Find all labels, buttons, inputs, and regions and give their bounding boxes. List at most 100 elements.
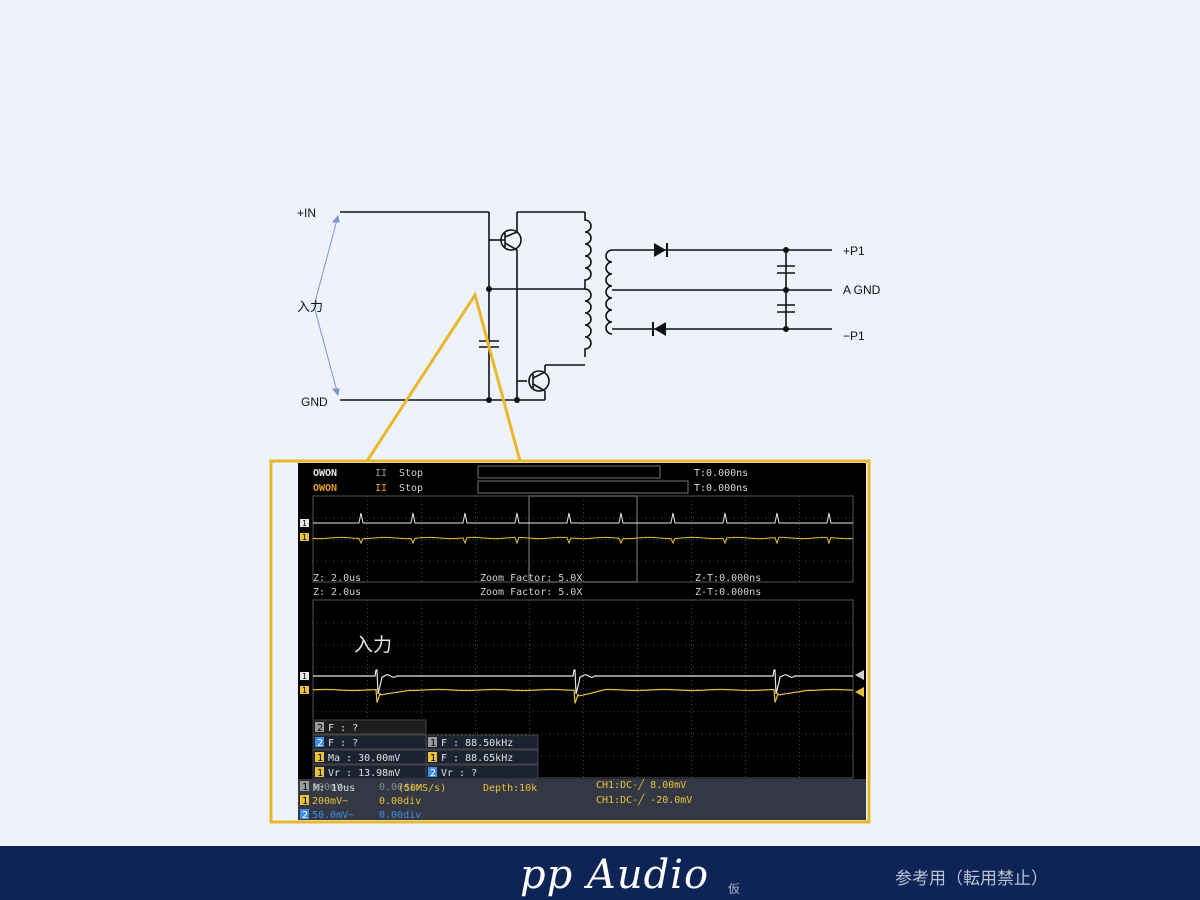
grid-dot bbox=[725, 622, 726, 624]
grid-dot bbox=[367, 568, 368, 569]
grid-dot bbox=[749, 644, 750, 646]
grid-dot bbox=[645, 622, 646, 624]
grid-dot bbox=[429, 711, 430, 713]
grid-dot bbox=[497, 622, 498, 624]
grid-dot bbox=[721, 622, 722, 624]
grid-dot bbox=[529, 512, 530, 513]
grid-dot bbox=[345, 622, 346, 624]
grid-dot bbox=[741, 517, 742, 519]
grid-dot bbox=[773, 539, 774, 540]
grid-dot bbox=[805, 666, 806, 668]
grid-dot bbox=[433, 517, 434, 519]
grid-dot bbox=[583, 768, 584, 769]
grid-dot bbox=[849, 560, 850, 562]
grid-dot bbox=[817, 560, 818, 562]
grid-dot bbox=[365, 666, 366, 668]
grid-dot bbox=[629, 689, 630, 690]
grid-dot bbox=[505, 666, 506, 668]
grid-dot bbox=[313, 622, 314, 624]
grid-dot bbox=[761, 622, 762, 624]
grid-dot bbox=[637, 640, 638, 641]
secondary-winding bbox=[605, 249, 613, 335]
grid-dot bbox=[685, 644, 686, 646]
grid-dot bbox=[365, 539, 366, 540]
grid-dot bbox=[701, 517, 702, 519]
grid-dot bbox=[641, 539, 642, 540]
grid-dot bbox=[381, 560, 382, 562]
grid-dot bbox=[549, 755, 550, 757]
grid-dot bbox=[745, 755, 746, 757]
grid-dot bbox=[705, 560, 706, 562]
grid-dot bbox=[697, 517, 698, 519]
grid-dot bbox=[325, 711, 326, 713]
grid-dot bbox=[817, 733, 818, 735]
grid-dot bbox=[721, 539, 722, 540]
grid-dot bbox=[367, 708, 368, 709]
grid-dot bbox=[593, 560, 594, 562]
grid-dot bbox=[701, 560, 702, 562]
grid-dot bbox=[441, 711, 442, 713]
grid-dot bbox=[367, 504, 368, 505]
meas-6: Vr : 13.98mV bbox=[328, 768, 400, 779]
grid-dot bbox=[477, 539, 478, 540]
grid-dot bbox=[745, 728, 746, 729]
grid-dot bbox=[693, 755, 694, 757]
grid-dot bbox=[789, 666, 790, 668]
grid-dot bbox=[475, 560, 476, 561]
grid-dot bbox=[581, 755, 582, 757]
grid-dot bbox=[345, 560, 346, 562]
grid-dot bbox=[833, 644, 834, 646]
grid-dot bbox=[583, 716, 584, 717]
grid-dot bbox=[585, 733, 586, 735]
grid-dot bbox=[799, 672, 800, 673]
grid-dot bbox=[549, 733, 550, 735]
grid-dot bbox=[797, 539, 798, 540]
grid-dot bbox=[701, 622, 702, 624]
grid-dot bbox=[445, 560, 446, 562]
grid-dot bbox=[817, 517, 818, 519]
grid-dot bbox=[713, 517, 714, 519]
grid-dot bbox=[401, 666, 402, 668]
grid-dot bbox=[589, 560, 590, 562]
grid-dot bbox=[645, 733, 646, 735]
grid-dot bbox=[469, 711, 470, 713]
grid-dot bbox=[691, 648, 692, 649]
grid-dot bbox=[729, 711, 730, 713]
grid-dot bbox=[397, 539, 398, 540]
measurement-panel: 2 F : ? 2 F : ? 1 F : 88.50kHz 1 Ma : 30… bbox=[312, 719, 539, 780]
grid-dot bbox=[645, 644, 646, 646]
grid-dot bbox=[593, 733, 594, 735]
grid-dot bbox=[691, 536, 692, 537]
grid-dot bbox=[413, 539, 414, 540]
grid-dot bbox=[597, 689, 598, 690]
grid-dot bbox=[729, 644, 730, 646]
grid-dot bbox=[585, 689, 586, 690]
grid-dot bbox=[749, 711, 750, 713]
grid-dot bbox=[745, 632, 746, 633]
grid-dot bbox=[329, 560, 330, 562]
grid-dot bbox=[799, 640, 800, 641]
grid-dot bbox=[691, 696, 692, 697]
grid-dot bbox=[657, 517, 658, 519]
grid-dot bbox=[689, 560, 690, 562]
grid-dot bbox=[809, 539, 810, 540]
status-depth: Depth:10k bbox=[483, 783, 537, 794]
grid-dot bbox=[349, 711, 350, 713]
grid-dot bbox=[637, 688, 638, 689]
grid-dot bbox=[473, 711, 474, 713]
grid-dot bbox=[583, 640, 584, 641]
grid-dot bbox=[761, 517, 762, 519]
grid-dot bbox=[461, 622, 462, 624]
grid-dot bbox=[691, 680, 692, 681]
grid-dot bbox=[837, 733, 838, 735]
grid-dot bbox=[769, 622, 770, 624]
grid-dot bbox=[837, 622, 838, 624]
grid-dot bbox=[583, 660, 584, 661]
grid-dot bbox=[317, 517, 318, 519]
grid-dot bbox=[729, 539, 730, 540]
grid-dot bbox=[641, 711, 642, 713]
grid-dot bbox=[585, 539, 586, 540]
grid-dot bbox=[457, 666, 458, 668]
grid-dot bbox=[537, 560, 538, 562]
grid-dot bbox=[497, 711, 498, 713]
